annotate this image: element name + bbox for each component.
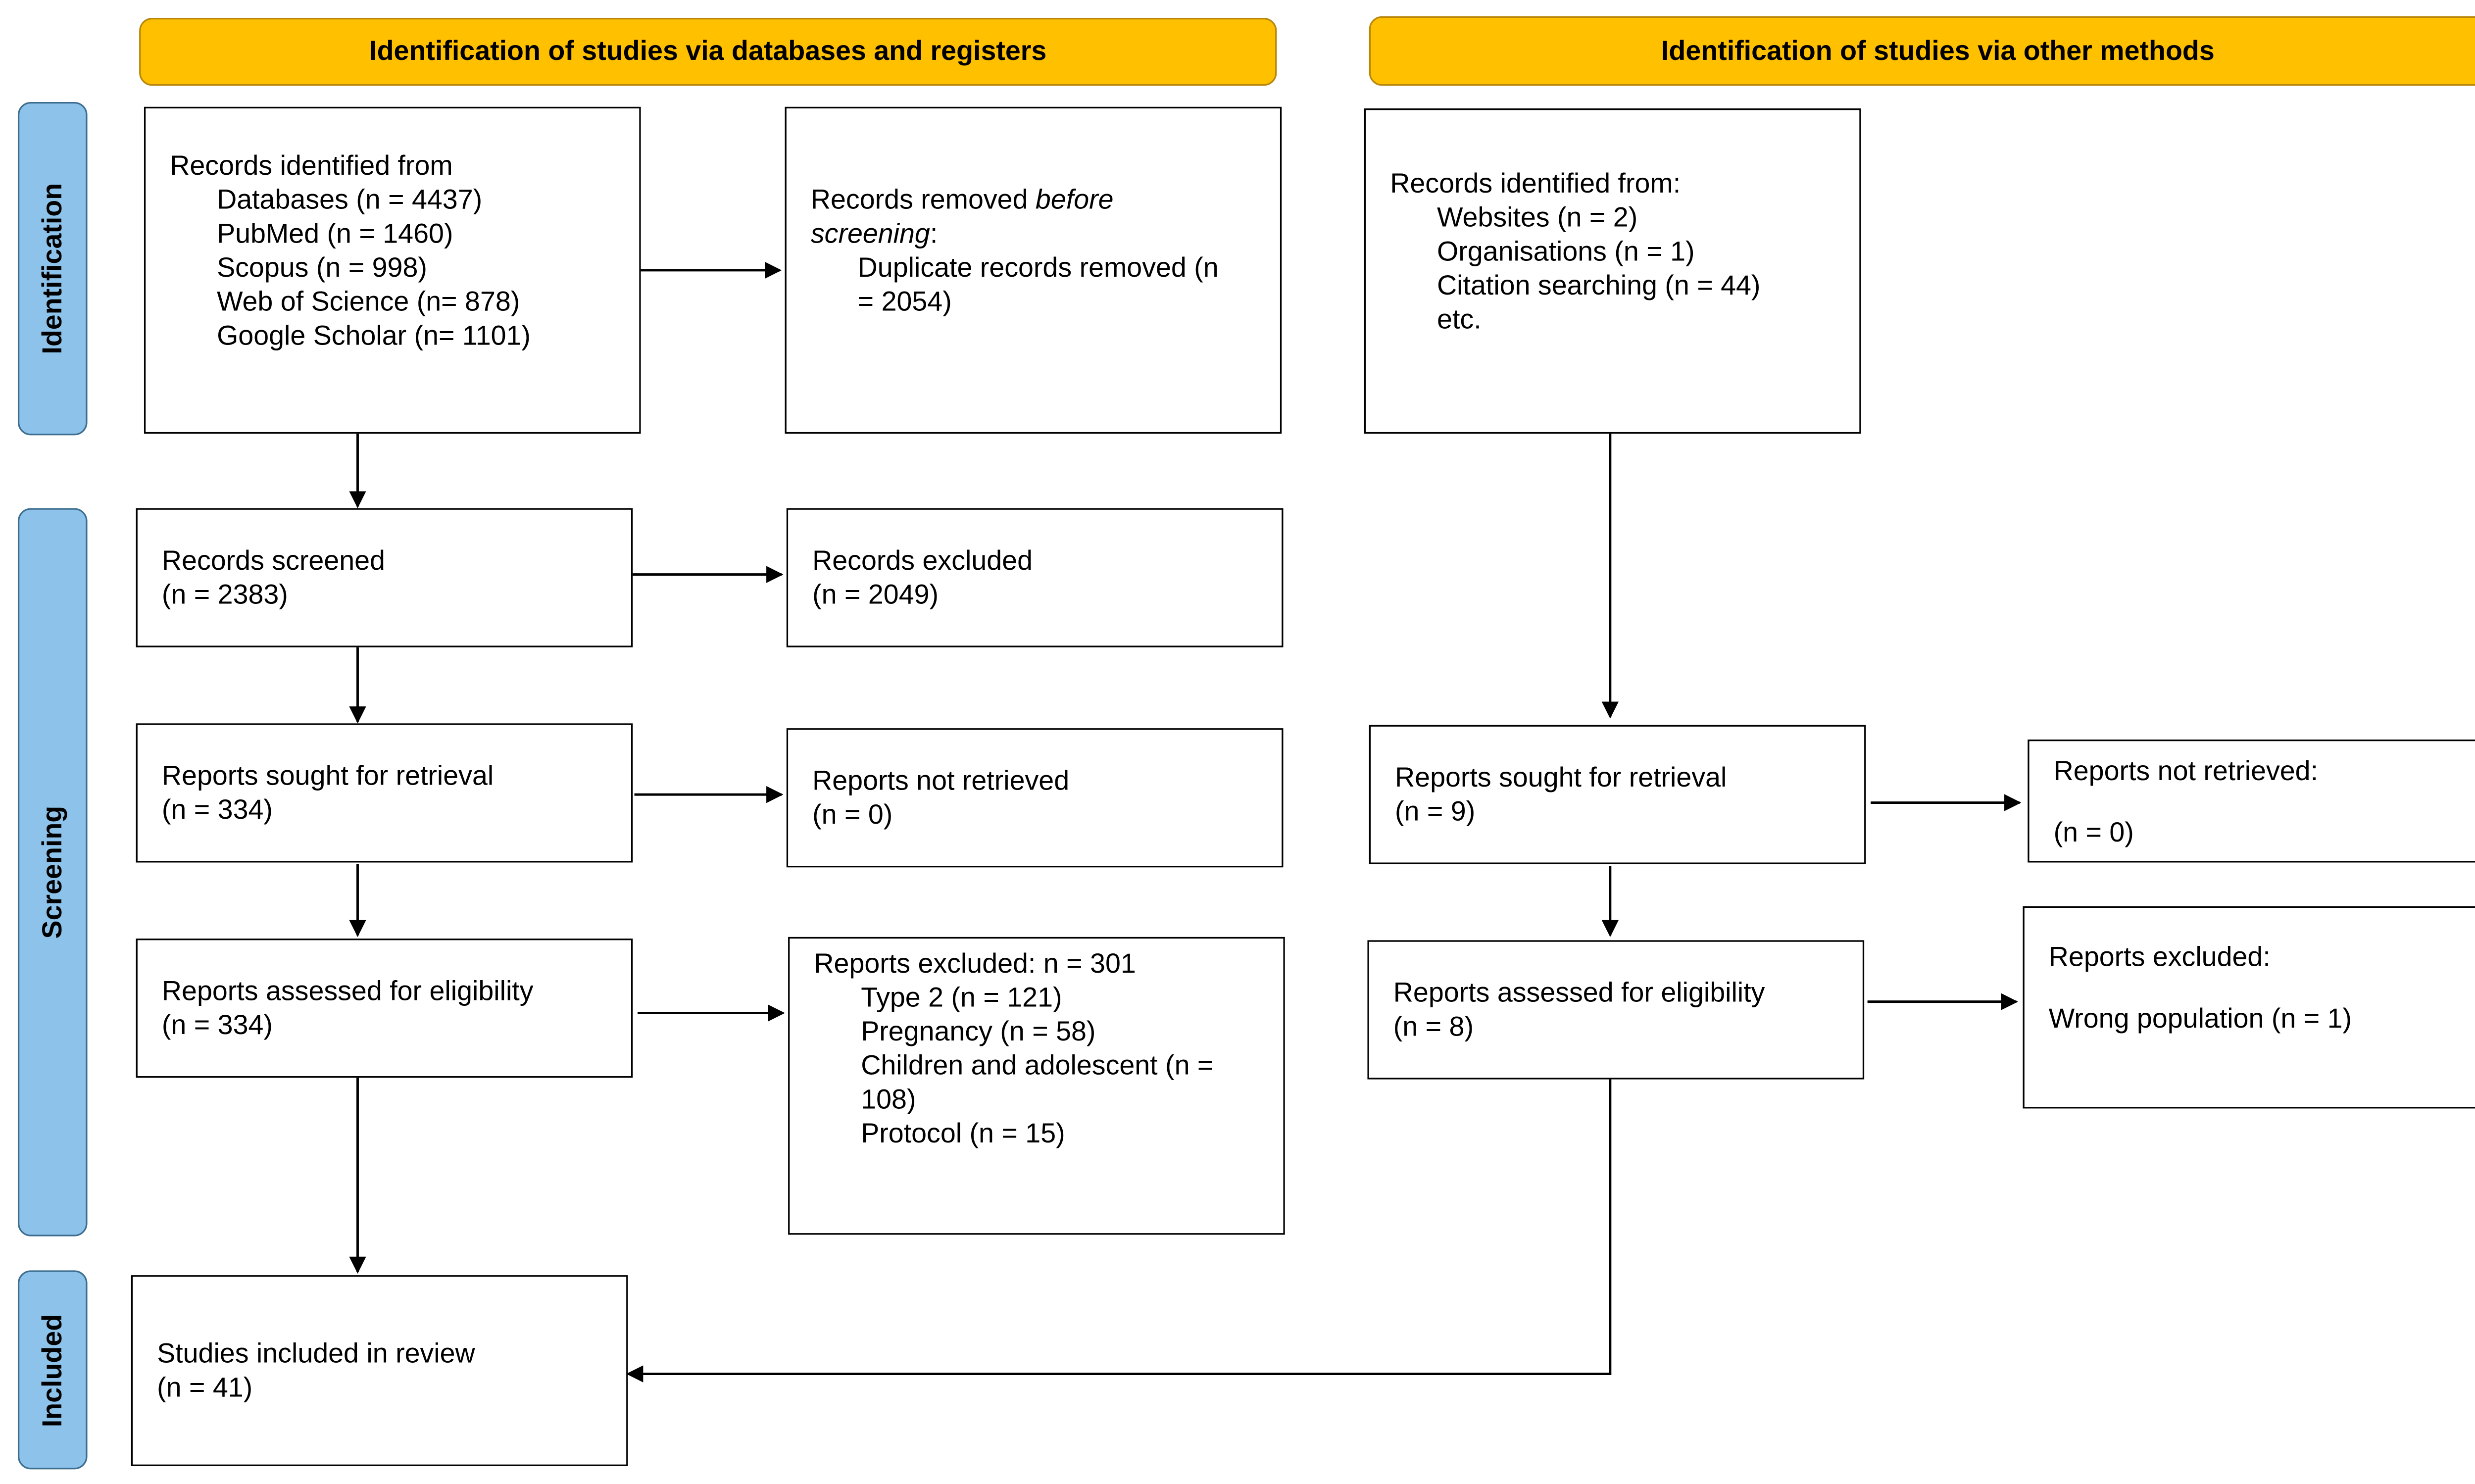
reports-assessed-title: Reports assessed for eligibility [161,976,534,1007]
box-records-removed: Records removed before screening: Duplic… [785,106,1282,434]
source-web-of-science: Web of Science (n= 878) [217,286,520,317]
excluded-protocol: Protocol (n = 15) [861,1118,1065,1149]
box-records-identified: Records identified from Databases (n = 4… [144,106,641,434]
box-records-excluded: Records excluded (n = 2049) [786,508,1284,647]
source-scopus: Scopus (n = 998) [217,252,427,284]
arrow-other-assessed-to-included [626,1079,1612,1383]
duplicate-records-removed: Duplicate records removed (n [857,252,1219,284]
header-other-methods: Identification of studies via other meth… [1369,16,2475,86]
records-removed-title-2: screening: [810,218,938,249]
source-databases: Databases (n = 4437) [217,184,483,215]
other-reports-not-retrieved-title: Reports not retrieved: [2053,755,2319,786]
source-organisations: Organisations (n = 1) [1437,236,1695,267]
records-screened-count: (n = 2383) [161,579,288,610]
reports-assessed-count: (n = 334) [161,1009,273,1041]
reports-not-retrieved-title: Reports not retrieved [812,765,1070,796]
excluded-pregnancy: Pregnancy (n = 58) [861,1016,1096,1047]
phase-identification: Identification [17,101,88,436]
other-wrong-population: Wrong population (n = 1) [2048,1003,2352,1035]
phase-included: Included [17,1270,88,1470]
source-citation-searching: Citation searching (n = 44) [1437,270,1761,301]
records-removed-title: Records removed before [810,184,1114,215]
phase-included-label: Included [36,1313,67,1427]
other-reports-assessed-title: Reports assessed for eligibility [1393,977,1765,1008]
box-reports-sought: Reports sought for retrieval (n = 334) [136,723,633,863]
duplicate-records-count: = 2054) [857,286,952,317]
box-other-records-identified: Records identified from: Websites (n = 2… [1364,108,1861,434]
studies-included-count: (n = 41) [157,1372,253,1403]
box-reports-excluded: Reports excluded: n = 301 Type 2 (n = 12… [788,937,1285,1235]
reports-excluded-title: Reports excluded: n = 301 [814,948,1136,979]
box-records-screened: Records screened (n = 2383) [136,508,633,647]
studies-included-title: Studies included in review [157,1338,475,1369]
box-reports-not-retrieved: Reports not retrieved (n = 0) [786,728,1284,868]
box-other-reports-not-retrieved: Reports not retrieved: (n = 0) [2028,740,2475,863]
phase-screening-label: Screening [36,805,67,939]
phase-identification-label: Identification [36,183,67,354]
excluded-children-adolescent: Children and adolescent (n = [861,1050,1214,1081]
header-databases-registers: Identification of studies via databases … [139,17,1277,86]
box-other-reports-sought: Reports sought for retrieval (n = 9) [1369,725,1866,864]
other-reports-assessed-count: (n = 8) [1393,1011,1474,1042]
reports-not-retrieved-count: (n = 0) [812,799,893,831]
other-reports-sought-count: (n = 9) [1395,796,1476,827]
phase-screening: Screening [17,508,88,1237]
box-other-reports-excluded: Reports excluded: Wrong population (n = … [2023,906,2475,1109]
source-etc: etc. [1437,304,1482,335]
source-google-scholar: Google Scholar (n= 1101) [217,320,531,351]
source-websites: Websites (n = 2) [1437,202,1638,233]
reports-sought-title: Reports sought for retrieval [161,760,494,791]
box-reports-assessed: Reports assessed for eligibility (n = 33… [136,939,633,1078]
excluded-children-adolescent-count: 108) [861,1084,916,1115]
records-excluded-count: (n = 2049) [812,579,939,610]
records-identified-title: Records identified from [170,150,453,182]
records-screened-title: Records screened [161,545,385,576]
excluded-type-2: Type 2 (n = 121) [861,982,1062,1013]
other-records-identified-title: Records identified from: [1390,168,1681,199]
box-other-reports-assessed: Reports assessed for eligibility (n = 8) [1367,940,1865,1080]
box-studies-included: Studies included in review (n = 41) [131,1275,628,1466]
records-excluded-title: Records excluded [812,545,1033,576]
source-pubmed: PubMed (n = 1460) [217,218,453,249]
other-reports-not-retrieved-count: (n = 0) [2053,816,2134,847]
reports-sought-count: (n = 334) [161,794,273,826]
other-reports-excluded-title: Reports excluded: [2048,941,2271,973]
other-reports-sought-title: Reports sought for retrieval [1395,762,1727,793]
